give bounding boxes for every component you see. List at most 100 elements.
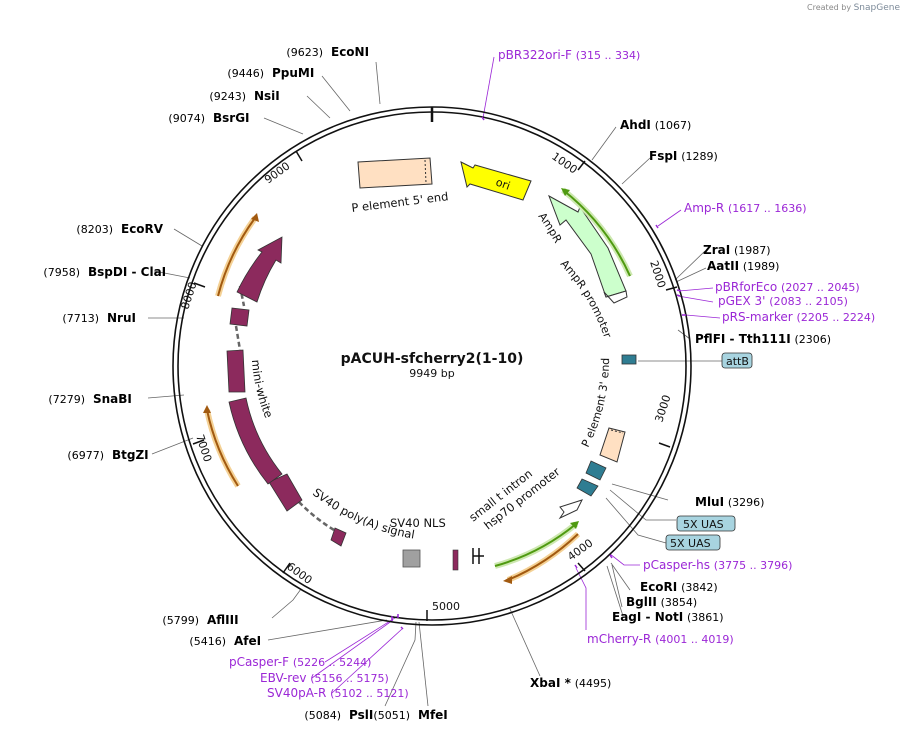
site-name: pBR322ori-F <box>498 48 572 62</box>
site-label-afei: AfeI <box>234 634 261 648</box>
site-extra: - ClaI <box>127 265 166 279</box>
sv40-polya-feature <box>402 549 421 568</box>
site-name: MfeI <box>418 708 448 722</box>
site-position: (2083 .. 2105) <box>769 295 848 308</box>
site-position: (3842) <box>681 581 718 594</box>
uas-feature-1 <box>585 460 607 481</box>
uas-feature-2 <box>576 478 599 497</box>
site-position: (3296) <box>728 496 765 509</box>
mini-white-exon-5 <box>330 527 347 547</box>
site-label-aatii: AatII (1989) <box>707 259 779 273</box>
site-label-pcasperf: pCasper-F (5226 .. 5244) <box>229 655 371 669</box>
uas-badge-2 <box>665 534 721 551</box>
site-name: BsrGI <box>213 111 250 125</box>
mini-white-intron-2 <box>234 325 242 351</box>
primer-green-arrow-2 <box>494 523 577 567</box>
site-label-snabi: SnaBI <box>93 392 132 406</box>
site-name: XbaI * <box>530 676 572 690</box>
site-position: (1989) <box>743 260 780 273</box>
site-label-xbai: XbaI * (4495) <box>530 676 611 690</box>
site-name: EBV-rev <box>260 671 306 685</box>
site-position-econi: (9623) <box>286 46 323 59</box>
site-label-prs: pRS-marker (2205 .. 2224) <box>722 310 875 324</box>
tick-label-9000: 9000 <box>262 159 292 186</box>
site-label-pbrforeco: pBRforEco (2027 .. 2045) <box>715 280 860 294</box>
site-name: NsiI <box>254 89 280 103</box>
site-position-psli: (5084) <box>304 709 341 722</box>
site-name: FspI <box>649 149 677 163</box>
site-labels: (9623)EcoNI(9446)PpuMI(9243)NsiI(9074)Bs… <box>43 45 875 722</box>
site-label-sv40par: SV40pA-R (5102 .. 5121) <box>267 686 409 700</box>
mini-white-arrow-head <box>236 236 283 303</box>
site-label-pbr322: pBR322ori-F (315 .. 334) <box>498 48 640 62</box>
site-position: (1289) <box>681 150 718 163</box>
plasmid-name: pACUH-sfcherry2(1-10) <box>341 351 524 367</box>
tick-label-5000: 5000 <box>432 600 460 613</box>
site-label-bspdi: BspDI - ClaI <box>88 265 166 279</box>
credit-prefix: Created by <box>807 3 852 12</box>
site-name: AhdI <box>620 118 651 132</box>
site-position: (2205 .. 2224) <box>797 311 876 324</box>
site-name: PpuMI <box>272 66 314 80</box>
site-name: SnaBI <box>93 392 132 406</box>
site-name: BglII <box>626 595 657 609</box>
site-name: pBRforEco <box>715 280 777 294</box>
site-position-ecorv: (8203) <box>76 223 113 236</box>
site-name: pRS-marker <box>722 310 793 324</box>
tick-label-1000: 1000 <box>549 150 579 177</box>
site-name: SV40pA-R <box>267 686 326 700</box>
primer-orange-glow-3 <box>204 409 241 488</box>
ampr-promoter-feature <box>603 290 628 304</box>
site-position-btgzi: (6977) <box>67 449 104 462</box>
credit-brand: SnapGene <box>853 3 900 13</box>
site-position: (2306) <box>795 333 832 346</box>
site-position-ppumi: (9446) <box>227 67 264 80</box>
site-name: pCasper-hs <box>643 558 710 572</box>
site-label-bsrgi: BsrGI <box>213 111 250 125</box>
mini-white-label: mini-white <box>249 359 276 420</box>
p-element-5-feature <box>357 157 433 189</box>
site-label-bglii: BglII (3854) <box>626 595 697 609</box>
site-name: Amp-R <box>684 201 724 215</box>
uas-label-2: 5X UAS <box>670 537 711 550</box>
site-label-ebvrev: EBV-rev (5156 .. 5175) <box>260 671 389 685</box>
mini-white-exon-1 <box>229 307 250 327</box>
site-position: (1987) <box>734 244 771 257</box>
site-position-aflIII: (5799) <box>162 614 199 627</box>
site-position: (5226 .. 5244) <box>293 656 372 669</box>
tick-label-3000: 3000 <box>652 393 673 424</box>
site-extra: - Tth111I <box>725 332 790 346</box>
site-label-ahdi: AhdI (1067) <box>620 118 691 132</box>
site-label-econi: EcoNI <box>331 45 369 59</box>
snapgene-credit: Created by SnapGene <box>807 3 900 13</box>
attb-feature <box>621 354 637 365</box>
site-position-mfei: (5051) <box>373 709 410 722</box>
site-label-aflIII: AflIII <box>207 613 239 627</box>
ori-feature <box>460 161 532 201</box>
site-label-psli: PslI <box>349 708 373 722</box>
site-position-snabi: (7279) <box>48 393 85 406</box>
site-position: (3861) <box>687 611 724 624</box>
site-name: EcoRV <box>121 222 164 236</box>
site-name: EcoNI <box>331 45 369 59</box>
site-name: AatII <box>707 259 739 273</box>
site-label-ppumi: PpuMI <box>272 66 314 80</box>
site-label-pcasperhs: pCasper-hs (3775 .. 3796) <box>643 558 792 572</box>
site-position: (4495) <box>575 677 612 690</box>
site-position-afei: (5416) <box>189 635 226 648</box>
site-position: (5102 .. 5121) <box>330 687 409 700</box>
site-label-fspi: FspI (1289) <box>649 149 718 163</box>
site-label-pflfi: PflFI - Tth111I (2306) <box>695 332 831 346</box>
attb-badge <box>721 352 753 369</box>
primer-orange-head-2 <box>251 213 259 222</box>
plasmid-size: 9949 bp <box>409 367 454 380</box>
site-name: AfeI <box>234 634 261 648</box>
site-position: (1067) <box>655 119 692 132</box>
site-label-ecori: EcoRI (3842) <box>640 580 718 594</box>
site-position-bspdi: (7958) <box>43 266 80 279</box>
hsp70-promoter-feature <box>558 499 583 520</box>
p-element-3-feature <box>599 427 626 463</box>
site-name: PslI <box>349 708 373 722</box>
site-position-nsii: (9243) <box>209 90 246 103</box>
site-name: pCasper-F <box>229 655 289 669</box>
